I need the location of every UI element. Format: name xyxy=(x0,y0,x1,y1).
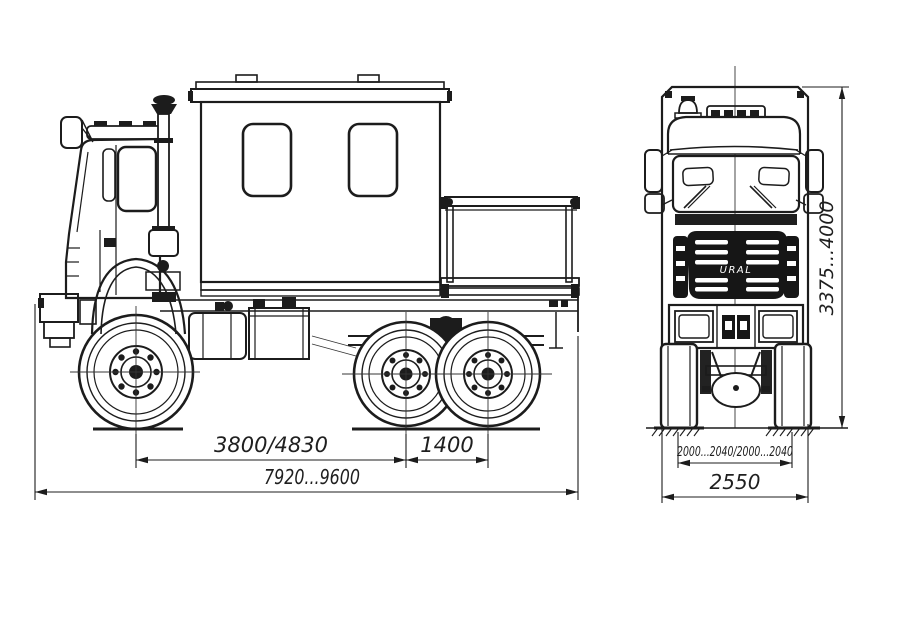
overall-height-label: 3375...4000 xyxy=(816,201,838,316)
rear-axle-spacing-label: 1400 xyxy=(420,433,473,457)
headlight xyxy=(758,310,798,343)
wheel-centerlines xyxy=(70,306,552,434)
dimension-rear-axle-spacing: 1400 xyxy=(406,433,488,464)
wipers xyxy=(683,185,777,209)
dimension-wheelbase: 3800/4830 xyxy=(136,433,406,464)
windshield xyxy=(671,154,801,214)
grille: URAL xyxy=(687,231,787,299)
cargo-platform xyxy=(440,196,580,298)
roof-marker-bar xyxy=(86,125,163,140)
dimension-overall-width: 2550 xyxy=(662,470,808,501)
cab-front: URAL xyxy=(644,115,848,437)
exhaust-stack xyxy=(145,95,181,302)
front-bumper xyxy=(38,293,97,348)
rear-lights xyxy=(549,300,568,349)
front-fender xyxy=(90,257,187,335)
dimension-overall-length: 7920...9600 xyxy=(35,465,578,496)
dimensions: 3800/4830 1400 7920...9600 2000...2040/2… xyxy=(34,86,849,503)
box-window xyxy=(241,122,293,198)
tool-box xyxy=(215,297,310,360)
front-view-tires xyxy=(659,342,813,430)
box-body xyxy=(188,74,452,297)
dimension-overall-height: 3375...4000 xyxy=(802,86,849,428)
headlight xyxy=(674,310,714,343)
box-window xyxy=(347,122,399,198)
wheelbase-label: 3800/4830 xyxy=(214,433,328,457)
corner-air-intakes xyxy=(673,236,799,298)
front-view: URAL xyxy=(644,66,848,437)
cowl-panel xyxy=(675,214,797,225)
roof-vent xyxy=(235,74,258,83)
door-handle xyxy=(104,238,116,247)
grille-logo: URAL xyxy=(720,265,753,276)
cab xyxy=(38,116,187,348)
beacon-light xyxy=(674,96,702,119)
front-axle xyxy=(700,350,772,408)
overall-length-label: 7920...9600 xyxy=(264,465,360,489)
overall-width-label: 2550 xyxy=(710,470,761,494)
bumper xyxy=(667,303,805,350)
side-view xyxy=(38,74,580,434)
sun-visor xyxy=(758,166,790,187)
sun-visor xyxy=(682,166,714,187)
ground-line-front xyxy=(646,426,848,437)
wheel-track-label: 2000...2040/2000...2040 xyxy=(677,444,793,460)
right-mirror xyxy=(795,149,824,214)
dimension-wheel-track: 2000...2040/2000...2040 xyxy=(677,444,793,467)
fuel-tank xyxy=(188,312,247,360)
roof-vent xyxy=(357,74,380,83)
mirror xyxy=(60,116,83,149)
left-mirror xyxy=(644,149,673,214)
